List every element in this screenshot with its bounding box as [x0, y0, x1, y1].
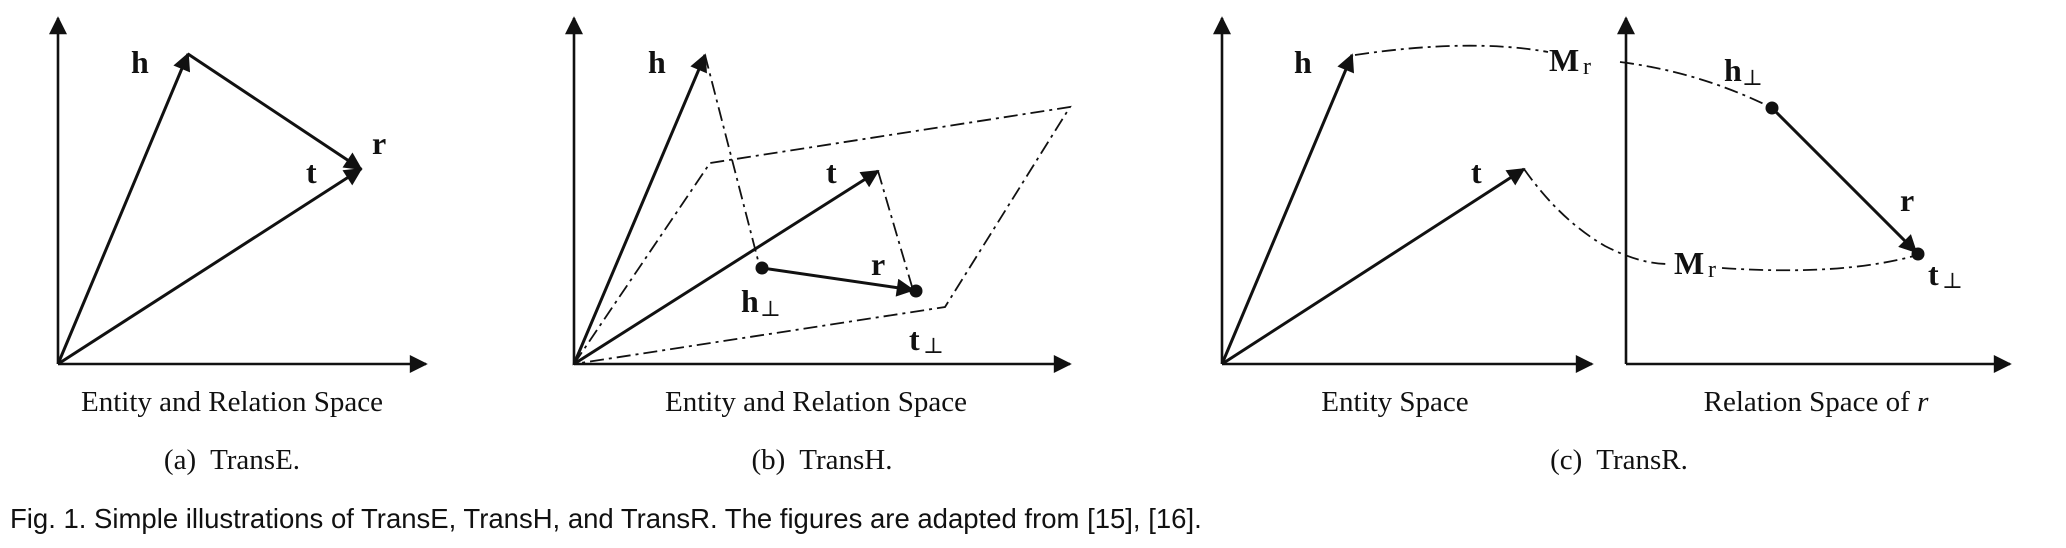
- transr-vector-t: [1221, 167, 1526, 366]
- panel-transh: h t r h ⊥ t ⊥ Entity and Relation Space …: [565, 16, 1072, 476]
- panel-transr: h t r M r M r h ⊥ t ⊥ Entity Space Relat…: [1213, 16, 2012, 476]
- transr-relation-space-label-prefix: Relation Space of: [1704, 386, 1917, 418]
- transe-label-h: h: [131, 44, 149, 80]
- transr-relation-space-label: Relation Space of r: [1704, 386, 1929, 418]
- transh-label-t-perp: t: [909, 321, 920, 357]
- transe-label-r: r: [372, 125, 386, 161]
- transe-vector-t: [57, 167, 363, 366]
- transr-caption: (c) TransR.: [1550, 444, 1688, 476]
- transh-label-h: h: [648, 44, 666, 80]
- transr-vector-r: [1770, 106, 1918, 254]
- transr-label-t-perp-symbol: ⊥: [1942, 268, 1963, 293]
- transr-label-m-bottom: M: [1674, 245, 1704, 281]
- transr-vector-h: [1220, 53, 1355, 365]
- transr-point-t-perp: [1911, 247, 1925, 261]
- transh-vector-h: [572, 53, 707, 365]
- transr-label-r: r: [1900, 182, 1914, 218]
- transr-point-h-perp: [1765, 101, 1779, 115]
- transh-point-t-perp: [909, 284, 923, 298]
- transr-label-h-perp: h: [1724, 52, 1742, 88]
- transe-caption: (a) TransE.: [164, 444, 300, 476]
- transh-point-h-perp: [755, 261, 769, 275]
- transe-space-label: Entity and Relation Space: [81, 386, 383, 418]
- transh-vector-t: [573, 169, 880, 366]
- transh-caption: (b) TransH.: [752, 444, 893, 476]
- transe-vector-r: [187, 52, 363, 171]
- transe-vector-h: [56, 52, 191, 365]
- transh-projection-t: [877, 170, 914, 291]
- transr-label-t: t: [1471, 154, 1482, 190]
- panel-transe: h t r Entity and Relation Space (a) Tran…: [49, 16, 428, 476]
- transe-label-t: t: [306, 154, 317, 190]
- transr-label-t-perp: t: [1928, 256, 1939, 292]
- transr-mapping-curve-t: [1523, 168, 1915, 272]
- transh-vector-r: [761, 266, 915, 297]
- transh-space-label: Entity and Relation Space: [665, 386, 967, 418]
- transh-label-h-perp-symbol: ⊥: [760, 296, 781, 321]
- transh-label-t: t: [826, 154, 837, 190]
- transr-label-m-top-sub: r: [1583, 54, 1591, 80]
- transh-label-t-perp-symbol: ⊥: [923, 333, 944, 358]
- transr-entity-space-label: Entity Space: [1321, 386, 1468, 418]
- transh-label-r: r: [871, 246, 885, 282]
- transh-projection-h: [704, 54, 761, 269]
- figure-caption: Fig. 1. Simple illustrations of TransE, …: [10, 503, 1202, 534]
- transr-relation-space-label-var: r: [1917, 386, 1929, 418]
- transh-hyperplane: [572, 105, 1072, 366]
- figure-diagram: h t r Entity and Relation Space (a) Tran…: [49, 16, 2012, 476]
- transr-label-h: h: [1294, 44, 1312, 80]
- transh-label-h-perp: h: [741, 283, 759, 319]
- transr-mapping-curve-h: [1354, 44, 1773, 109]
- transr-label-h-perp-symbol: ⊥: [1742, 65, 1763, 90]
- transr-label-m-bottom-sub: r: [1708, 257, 1716, 283]
- transr-label-m-top: M: [1549, 42, 1579, 78]
